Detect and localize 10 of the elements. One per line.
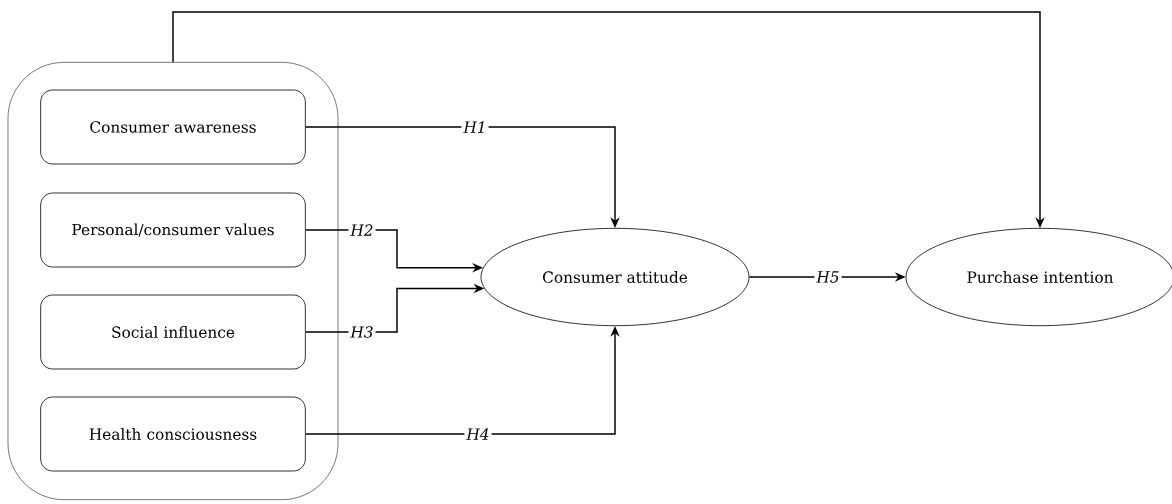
edge-label: H5 — [814, 269, 842, 285]
edge-label: H1 — [461, 119, 489, 135]
factor-box: Social influence — [40, 294, 306, 370]
factor-box: Personal/consumer values — [40, 192, 306, 268]
factor-box: Consumer awareness — [40, 89, 306, 165]
factor-box: Health consciousness — [40, 396, 306, 472]
edge-label: H3 — [348, 324, 376, 340]
edge-label: H4 — [464, 426, 492, 442]
edge-label: H2 — [348, 222, 376, 238]
group-box — [7, 62, 339, 500]
